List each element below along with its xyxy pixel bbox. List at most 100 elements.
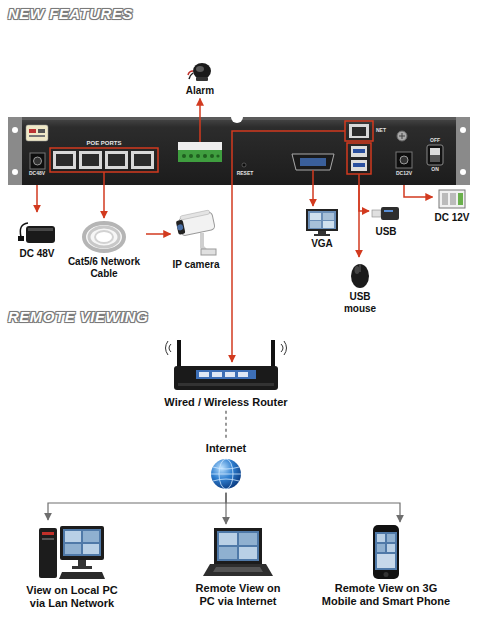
smartphone-node: Remote View on 3G Mobile and Smart Phone: [317, 522, 455, 609]
vga-monitor-part: [310, 213, 321, 220]
laptop-part: [217, 531, 259, 561]
node-label: IP camera: [172, 259, 219, 271]
alarm-siren-part: [193, 63, 211, 79]
node-label: USB: [375, 226, 396, 238]
usb-drive-part: [381, 207, 399, 220]
node-label: Alarm: [186, 85, 214, 97]
usb-mouse-part: [351, 264, 369, 288]
nvr-rear-panel-part: [430, 155, 440, 162]
usb-mouse-part: [360, 264, 361, 272]
router-part: [271, 340, 275, 370]
alarm-node: Alarm: [184, 57, 216, 99]
nvr-rear-panel-part: [178, 150, 222, 162]
router-node: Wired / Wireless Router: [162, 362, 289, 411]
power-connector: [438, 188, 466, 210]
nvr-rear-panel-part: [351, 160, 367, 171]
nvr-rear-panel-part: [460, 169, 466, 175]
laptop-part: [213, 567, 263, 572]
desktop-pc-part: [60, 526, 104, 560]
nvr-rear-panel-part: [292, 154, 334, 170]
nvr-rear-panel-part: [216, 154, 219, 157]
cable-coil-part: [89, 227, 119, 247]
alarm-siren-part: [196, 77, 208, 81]
nvr-rear-panel-part: [79, 151, 102, 169]
power-connector-part: [442, 193, 448, 205]
nvr-rear-panel-part: [103, 172, 105, 185]
network-cable-node: Cat5/6 Network Cable: [62, 218, 146, 281]
desktop-pc-part: [39, 528, 57, 578]
laptop-part: [214, 528, 262, 564]
ip-camera: [174, 209, 218, 257]
desktop-pc-part: [65, 531, 81, 542]
ip-camera-node: IP camera: [170, 207, 221, 273]
nvr-rear-panel-part: [430, 148, 440, 155]
alarm-siren-part: [196, 66, 204, 72]
desktop-pc-part: [78, 560, 86, 566]
node-label: VGA: [311, 238, 333, 250]
nvr-rear-panel-part: [353, 163, 365, 167]
node-label: Internet: [206, 442, 246, 455]
usb-drive-part: [384, 210, 393, 212]
nvr-rear-panel: [8, 117, 470, 185]
nvr-rear-panel-part: [210, 154, 214, 158]
router-part: [212, 372, 222, 377]
nvr-rear-panel-part: [400, 156, 408, 164]
laptop-node: Remote View on PC via Internet: [189, 524, 287, 609]
nvr-rear-panel-part: [178, 142, 222, 150]
usb-mouse-node: USB mouse: [340, 257, 380, 316]
nvr-rear-panel-part: [82, 154, 99, 166]
ip-camera-part: [176, 220, 186, 235]
desktop-pc-part: [42, 532, 54, 535]
dashed-link: [225, 411, 226, 440]
router-part: [199, 372, 209, 377]
usb-mouse: [348, 259, 372, 289]
node-label: Wired / Wireless Router: [164, 396, 287, 409]
nvr-rear-panel-part: [29, 135, 45, 137]
nvr-rear-panel-part: [131, 151, 154, 169]
router-part: [225, 372, 235, 377]
alarm-siren: [187, 59, 213, 83]
power-adapter-part: [28, 228, 53, 231]
nvr-rear-panel-part: [242, 163, 246, 167]
usb-drive: [371, 202, 401, 224]
vga-monitor-part: [323, 213, 334, 220]
nvr-rear-panel-part: [300, 158, 326, 166]
smartphone-part: [375, 532, 397, 570]
laptop-part: [219, 547, 237, 559]
smartphone: [372, 524, 400, 580]
vga-monitor-node: VGA: [303, 206, 341, 252]
desktop-pc-part: [83, 544, 99, 554]
internet-globe: [209, 457, 243, 491]
laptop-part: [219, 533, 237, 545]
ip-camera-part: [175, 210, 215, 237]
router-part: [177, 340, 181, 370]
cable-coil-part: [95, 231, 113, 243]
arrow-connector: [358, 185, 360, 257]
ip-camera-part: [180, 210, 210, 220]
power-adapter: [16, 214, 58, 246]
nvr-rear-panel-part: [30, 153, 45, 169]
node-label: Remote View on 3G Mobile and Smart Phone: [319, 582, 453, 607]
nvr-rear-panel-part: [50, 148, 158, 172]
nvr-rear-panel-part: [353, 149, 365, 153]
nvr-rear-panel-part: [349, 124, 369, 138]
local-pc-node: View on Local PC via Lan Network: [20, 520, 124, 611]
power-connector-part: [450, 193, 456, 205]
nvr-rear-panel-part: [196, 154, 200, 158]
laptop-part: [239, 547, 257, 559]
smartphone-part: [387, 534, 395, 542]
nvr-rear-panel-part: [26, 125, 48, 141]
smartphone-part: [384, 572, 389, 577]
desktop-pc-part: [65, 544, 81, 554]
nvr-rear-panel-part: [8, 117, 470, 185]
internet-globe-part: [213, 467, 239, 481]
arrow-connector: [48, 493, 226, 520]
arrow-connector: [36, 185, 38, 212]
smartphone-part: [377, 554, 395, 568]
internet-globe-part: [211, 473, 241, 474]
node-label: Remote View on PC via Internet: [191, 582, 285, 607]
router-part: [238, 372, 248, 377]
desktop-pc-part: [83, 531, 99, 542]
power-adapter-part: [18, 236, 24, 241]
nvr-rear-panel-part: [38, 129, 45, 133]
